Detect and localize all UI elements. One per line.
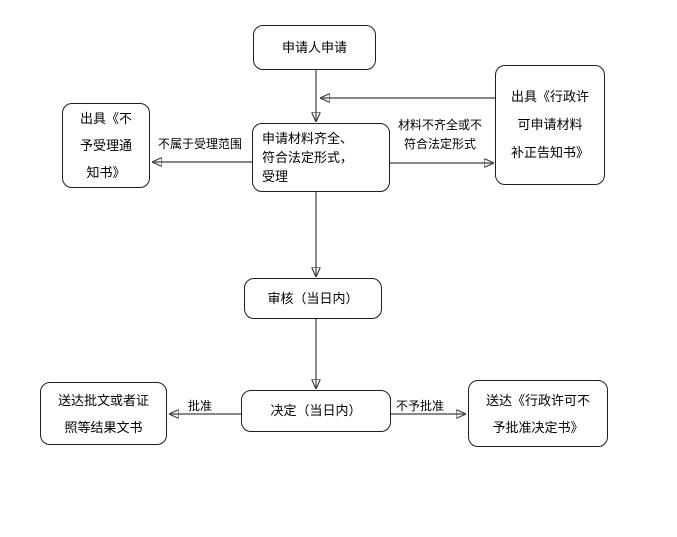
edge-label-materials-incomplete: 材料不齐全或不 符合法定形式 bbox=[397, 118, 482, 151]
edge-label-approved: 批准 bbox=[187, 399, 212, 413]
edge-label-not-approved: 不予批准 bbox=[395, 399, 444, 413]
node-review: 审核（当日内） bbox=[244, 278, 382, 319]
node-acceptance: 申请材料齐全、 符合法定形式， 受理 bbox=[252, 123, 390, 192]
node-deliver-denial: 送达《行政许可不 予批准决定书》 bbox=[468, 380, 608, 447]
node-applicant: 申请人申请 bbox=[253, 25, 376, 70]
edge-label-out-of-scope: 不属于受理范围 bbox=[157, 137, 242, 151]
node-rejection-notice: 出具《不 予受理通 知书》 bbox=[62, 103, 150, 188]
node-deliver-result: 送达批文或者证 照等结果文书 bbox=[40, 382, 167, 445]
node-decision: 决定（当日内） bbox=[241, 390, 391, 432]
node-supplement-notice: 出具《行政许 可申请材料 补正告知书》 bbox=[495, 65, 605, 185]
